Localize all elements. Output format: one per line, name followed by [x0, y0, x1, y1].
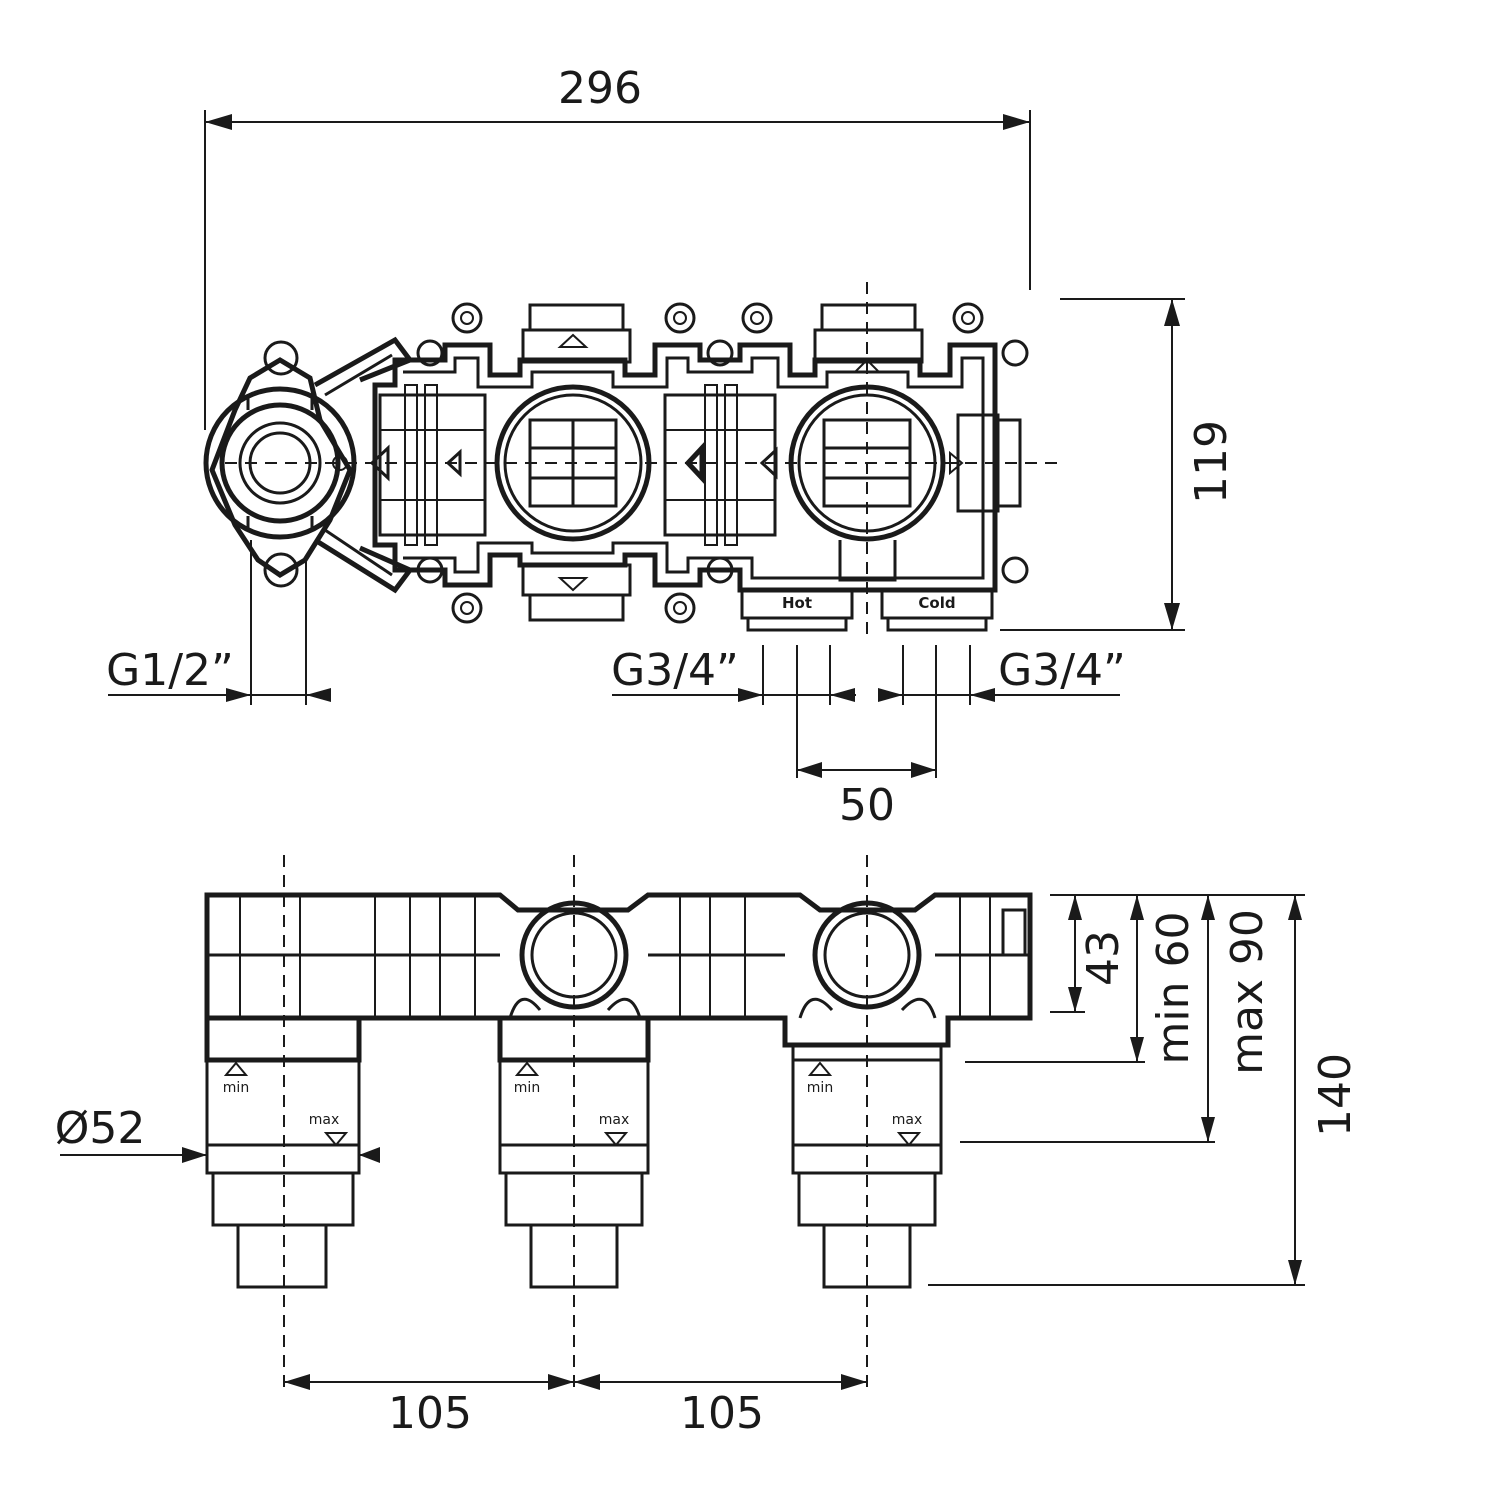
- g12-label: G1/2”: [106, 645, 234, 696]
- valve-frame: [372, 302, 1029, 624]
- dim-spacing-105-2: 105: [574, 1374, 867, 1439]
- spindle-middle: [497, 1015, 651, 1289]
- dim-diameter-52: Ø52: [55, 1103, 380, 1163]
- dim-43-label: 43: [1078, 930, 1129, 986]
- dim-min-60: min 60: [965, 895, 1199, 1064]
- top-view: 296 119: [106, 63, 1237, 831]
- side-body: [204, 892, 1033, 1048]
- left-inlet-body: [203, 336, 414, 594]
- dim-g34-cold: G3/4”: [878, 645, 1126, 705]
- dim-50: 50: [796, 645, 937, 831]
- dim-105-1-label: 105: [388, 1388, 472, 1439]
- inlet-cold: Cold: [880, 588, 994, 632]
- dim-50-label: 50: [839, 780, 895, 831]
- dim-296-label: 296: [558, 63, 642, 114]
- dim-g12: G1/2”: [106, 540, 331, 705]
- spindle-right: [791, 1043, 943, 1289]
- min-mark-right: min: [807, 1080, 833, 1096]
- dim-140: 140: [928, 895, 1361, 1286]
- cartridge-left: [369, 384, 487, 546]
- diameter-label: Ø52: [55, 1103, 146, 1154]
- chamber-right: [788, 303, 1022, 582]
- dim-119-label: 119: [1186, 420, 1237, 504]
- side-view: min min min max max max Ø52 43 min: [55, 855, 1361, 1439]
- chamber-left: [494, 303, 652, 622]
- inlet-hot: Hot: [740, 588, 854, 632]
- spindle-left: [204, 1015, 362, 1289]
- cartridge-middle: [663, 384, 778, 546]
- dim-min60-label: min 60: [1148, 912, 1199, 1065]
- max-mark-left: max: [309, 1112, 340, 1128]
- g34-cold-label: G3/4”: [998, 645, 1126, 696]
- dim-43: 43: [1050, 894, 1305, 1013]
- g34-hot-label: G3/4”: [611, 645, 739, 696]
- dim-width-296: 296: [204, 63, 1031, 430]
- dim-height-119: 119: [1000, 298, 1237, 631]
- dim-max90-label: max 90: [1222, 909, 1273, 1075]
- max-mark-middle: max: [599, 1112, 630, 1128]
- dim-105-2-label: 105: [680, 1388, 764, 1439]
- max-mark-right: max: [892, 1112, 923, 1128]
- min-mark-left: min: [223, 1080, 249, 1096]
- dim-spacing-105-1: 105: [284, 1374, 574, 1439]
- min-mark-middle: min: [514, 1080, 540, 1096]
- dim-140-label: 140: [1310, 1053, 1361, 1137]
- dim-g34-hot: G3/4”: [611, 645, 856, 705]
- dim-max-90: max 90: [960, 895, 1273, 1143]
- hot-label: Hot: [782, 594, 812, 612]
- cold-label: Cold: [918, 594, 955, 612]
